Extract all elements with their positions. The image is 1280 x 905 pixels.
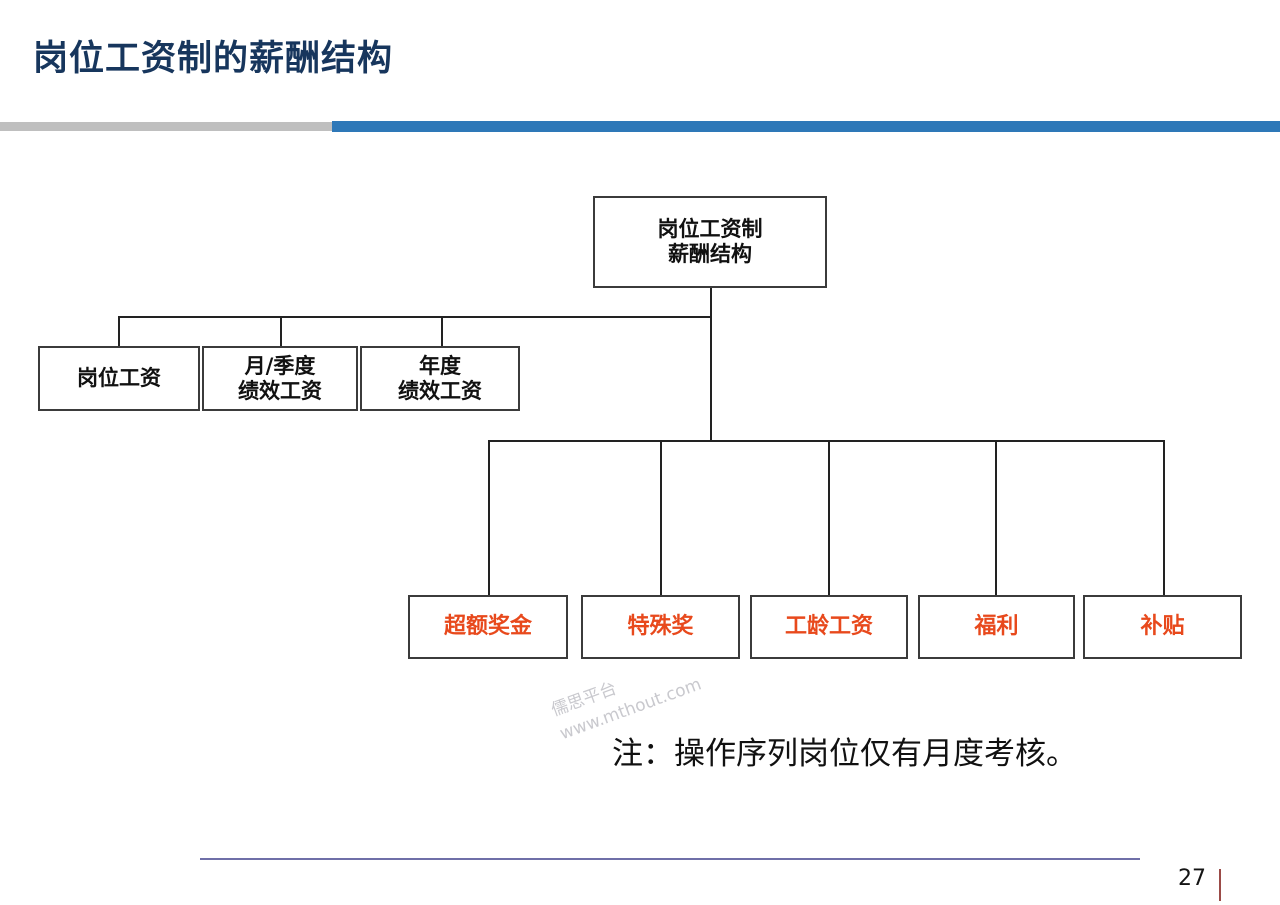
connector-drop-upper-3 bbox=[441, 316, 443, 347]
diagram-node-seniority-salary: 工龄工资 bbox=[750, 595, 908, 659]
connector-bus-lower bbox=[488, 440, 1165, 442]
diagram-node-label: 福利 bbox=[974, 614, 1019, 640]
watermark-line-1: 儒思平台 bbox=[548, 678, 620, 721]
diagram-node-annual-performance-salary: 年度 绩效工资 bbox=[360, 346, 520, 411]
note-text: 注：操作序列岗位仅有月度考核。 bbox=[612, 736, 1077, 772]
header-rule-gray bbox=[0, 122, 332, 131]
diagram-node-position-salary: 岗位工资 bbox=[38, 346, 200, 411]
edge-tick-mark bbox=[1219, 869, 1221, 901]
footer-rule bbox=[200, 858, 1140, 860]
connector-drop-lower-2 bbox=[660, 440, 662, 596]
connector-trunk-upper bbox=[710, 288, 712, 441]
header-rule-blue bbox=[332, 121, 1280, 132]
page-title: 岗位工资制的薪酬结构 bbox=[33, 39, 394, 79]
diagram-node-root-label: 岗位工资制 薪酬结构 bbox=[657, 217, 763, 266]
connector-drop-upper-2 bbox=[280, 316, 282, 347]
diagram-node-allowance: 补贴 bbox=[1083, 595, 1242, 659]
diagram-node-root: 岗位工资制 薪酬结构 bbox=[593, 196, 827, 288]
diagram-node-label: 特殊奖 bbox=[627, 614, 694, 640]
diagram-node-label: 月/季度 绩效工资 bbox=[238, 353, 322, 403]
diagram-node-excess-bonus: 超额奖金 bbox=[408, 595, 568, 659]
diagram-node-monthly-quarterly-performance-salary: 月/季度 绩效工资 bbox=[202, 346, 358, 411]
diagram-node-welfare: 福利 bbox=[918, 595, 1075, 659]
diagram-node-label: 工龄工资 bbox=[784, 614, 873, 640]
connector-drop-lower-4 bbox=[995, 440, 997, 596]
diagram-node-label: 补贴 bbox=[1140, 614, 1185, 640]
diagram-node-special-award: 特殊奖 bbox=[581, 595, 740, 659]
connector-drop-upper-1 bbox=[118, 316, 120, 347]
connector-drop-lower-3 bbox=[828, 440, 830, 596]
connector-bus-upper bbox=[118, 316, 712, 318]
diagram-node-label: 超额奖金 bbox=[443, 614, 532, 640]
connector-drop-lower-1 bbox=[488, 440, 490, 596]
diagram-node-label: 岗位工资 bbox=[77, 366, 161, 391]
diagram-node-label: 年度 绩效工资 bbox=[398, 353, 482, 403]
page-number: 27 bbox=[1178, 866, 1206, 891]
connector-drop-lower-5 bbox=[1163, 440, 1165, 596]
